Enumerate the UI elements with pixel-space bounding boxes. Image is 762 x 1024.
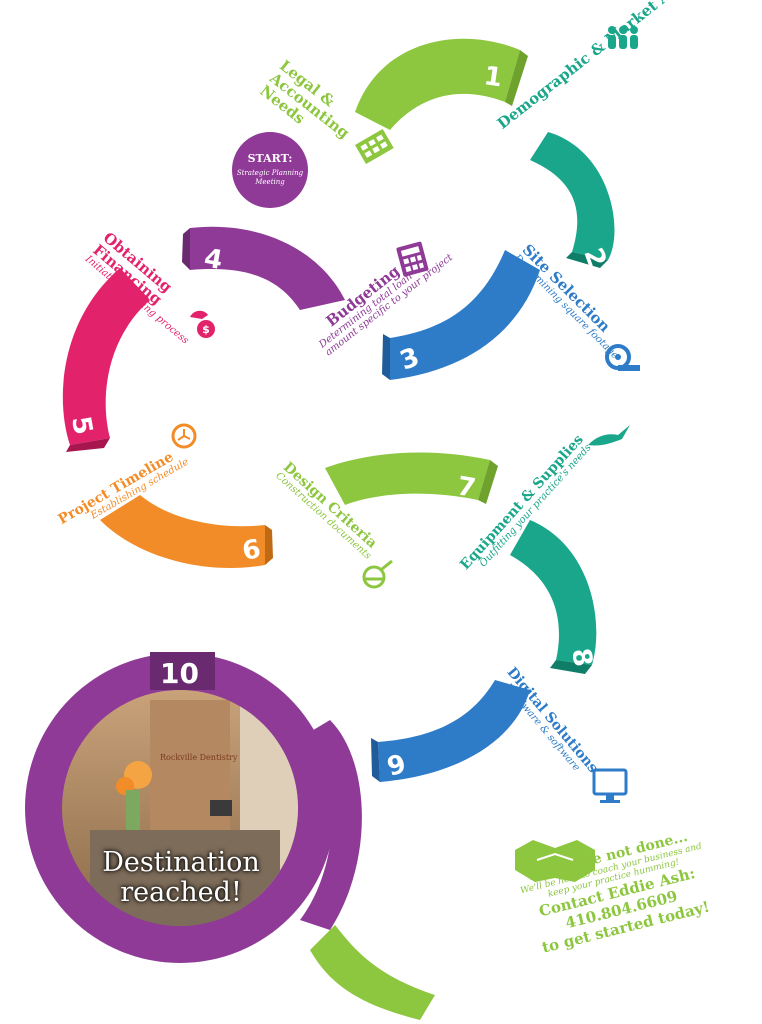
closing-arc [310, 925, 435, 1020]
step-8-number: 8 [565, 646, 598, 669]
tape-measure-icon [605, 344, 640, 371]
step-5-number: 5 [65, 414, 98, 437]
step-5-arc [62, 268, 150, 445]
clock-icon [171, 423, 197, 449]
step-7-number: 7 [455, 471, 478, 504]
calculator-receipt-icon [355, 129, 394, 165]
step-10-number: 10 [160, 657, 199, 690]
step-1-arc [355, 38, 520, 130]
start-subtitle-b: Meeting [254, 178, 285, 186]
step-6-arc [100, 495, 265, 568]
calculator-icon [396, 241, 429, 277]
step-4-number: 4 [202, 243, 225, 276]
destination-text: Destination reached! [96, 847, 266, 909]
light-icon [362, 559, 393, 589]
step-1-number: 1 [482, 61, 504, 93]
step-8-arc [510, 520, 597, 665]
photo-sign: Rockville Dentistry [160, 753, 238, 762]
start-circle [232, 132, 308, 208]
monitor-icon [592, 768, 628, 803]
step-2-arc [530, 132, 615, 260]
destination-line-2: reached! [120, 877, 242, 909]
step-6-number: 6 [240, 534, 263, 567]
destination-line-1: Destination [102, 847, 260, 878]
people-icon [608, 26, 638, 49]
step-9-arc [378, 680, 530, 782]
step-4-arc [190, 226, 345, 310]
money-hand-icon: $ [190, 310, 215, 338]
start-title: START: [248, 152, 293, 165]
step-3-arc [390, 250, 540, 380]
handshake-icon [515, 840, 595, 882]
svg-text:$: $ [202, 323, 210, 336]
dental-tool-icon [588, 425, 630, 446]
step-7-arc [325, 452, 490, 505]
start-subtitle-a: Strategic Planning [237, 169, 304, 177]
